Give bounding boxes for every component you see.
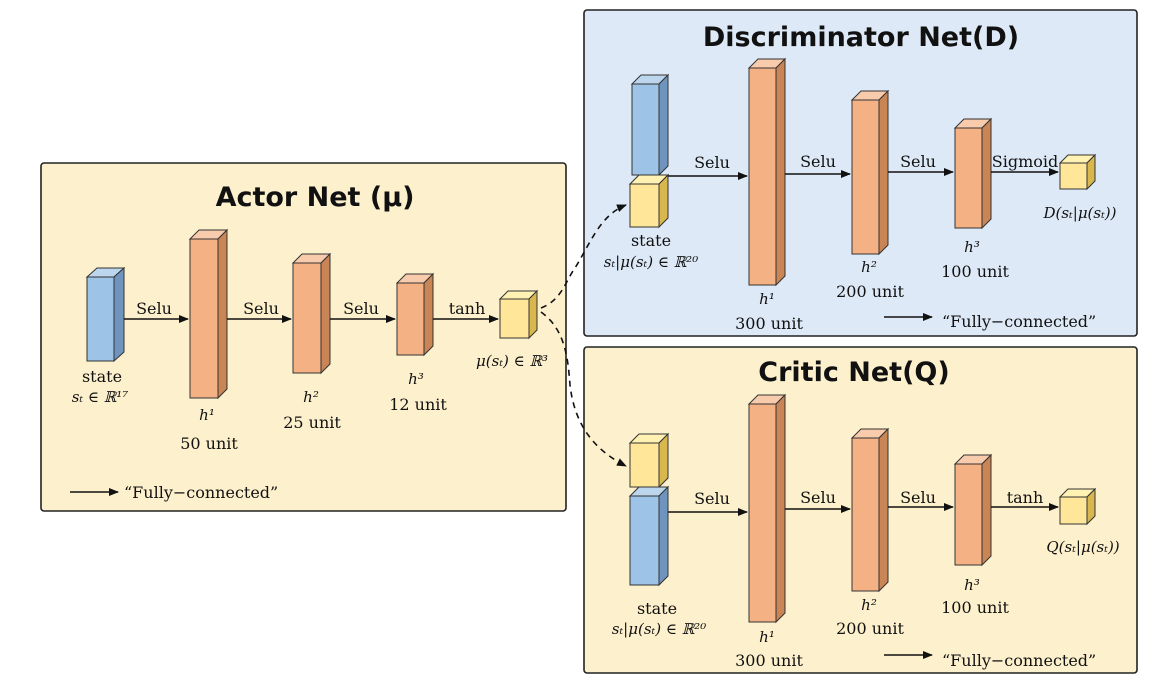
critic-output-block	[1058, 487, 1097, 526]
critic-h2-name: h²	[861, 596, 877, 614]
disc-title: Discriminator Net(D)	[703, 22, 1019, 53]
actor-act-3: Selu	[343, 299, 379, 318]
disc-h1-name: h¹	[759, 290, 775, 308]
critic-title: Critic Net(Q)	[758, 357, 949, 388]
critic-act-4: tanh	[1007, 488, 1044, 507]
actor-h1-name: h¹	[199, 406, 215, 424]
actor-h3-name: h³	[408, 370, 424, 388]
disc-h1-units: 300 unit	[735, 314, 803, 333]
actor-act-2: Selu	[243, 299, 279, 318]
disc-h1-block	[747, 57, 787, 287]
actor-title: Actor Net (μ)	[216, 182, 415, 213]
disc-act-4: Sigmoid	[992, 152, 1058, 171]
disc-input-label: state	[631, 231, 671, 250]
actor-h2-units: 25 unit	[283, 413, 341, 432]
disc-h3-units: 100 unit	[941, 262, 1009, 281]
disc-act-3: Selu	[900, 152, 936, 171]
actor-legend: “Fully−connected”	[124, 483, 278, 502]
actor-to-discriminator-connector	[540, 204, 627, 309]
critic-output-label: Q(sₜ|μ(sₜ))	[1046, 538, 1119, 556]
disc-state-block	[628, 73, 670, 229]
critic-h3-name: h³	[964, 576, 980, 594]
discriminator-panel: Discriminator Net(D) state sₜ|μ(sₜ) ∈ ℝ²…	[583, 9, 1138, 337]
actor-h3-block	[395, 272, 435, 357]
disc-h3-name: h³	[964, 238, 980, 256]
critic-h1-block	[747, 393, 787, 624]
actor-h1-block	[188, 228, 229, 400]
actor-state-block	[85, 266, 126, 363]
actor-act-4: tanh	[449, 299, 486, 318]
actor-output-label: μ(sₜ) ∈ ℝ³	[476, 352, 548, 370]
disc-act-2: Selu	[800, 152, 836, 171]
critic-h2-block	[850, 427, 890, 593]
actor-panel: Actor Net (μ) state sₜ ∈ ℝ¹⁷ h¹ 50 unit …	[40, 162, 567, 512]
actor-input-sub: sₜ ∈ ℝ¹⁷	[72, 388, 129, 406]
disc-output-block	[1058, 153, 1097, 191]
critic-input-sub: sₜ|μ(sₜ) ∈ ℝ²⁰	[612, 620, 706, 638]
disc-h2-name: h²	[861, 258, 877, 276]
critic-h1-name: h¹	[759, 628, 775, 646]
critic-h3-units: 100 unit	[941, 598, 1009, 617]
disc-h2-block	[850, 89, 890, 256]
critic-act-2: Selu	[800, 488, 836, 507]
actor-act-1: Selu	[136, 299, 172, 318]
actor-to-critic-connector	[540, 311, 627, 467]
disc-act-1: Selu	[694, 153, 730, 172]
disc-h2-units: 200 unit	[836, 282, 904, 301]
actor-h2-name: h²	[303, 388, 319, 406]
critic-h3-block	[953, 453, 993, 567]
disc-legend: “Fully−connected”	[942, 312, 1096, 331]
critic-act-1: Selu	[694, 489, 730, 508]
critic-legend: “Fully−connected”	[942, 651, 1096, 670]
critic-act-3: Selu	[900, 488, 936, 507]
critic-state-block	[628, 432, 670, 587]
actor-h3-units: 12 unit	[389, 395, 447, 414]
disc-output-label: D(sₜ|μ(sₜ))	[1042, 204, 1116, 222]
critic-input-label: state	[637, 599, 677, 618]
actor-output-block	[498, 289, 539, 340]
disc-input-sub: sₜ|μ(sₜ) ∈ ℝ²⁰	[604, 253, 698, 271]
critic-panel: Critic Net(Q) state sₜ|μ(sₜ) ∈ ℝ²⁰ h¹ 30…	[583, 346, 1138, 674]
disc-h3-block	[953, 117, 993, 230]
actor-input-label: state	[82, 367, 122, 386]
critic-h2-units: 200 unit	[836, 619, 904, 638]
actor-h2-block	[291, 252, 332, 375]
actor-h1-units: 50 unit	[180, 434, 238, 453]
critic-h1-units: 300 unit	[735, 651, 803, 670]
